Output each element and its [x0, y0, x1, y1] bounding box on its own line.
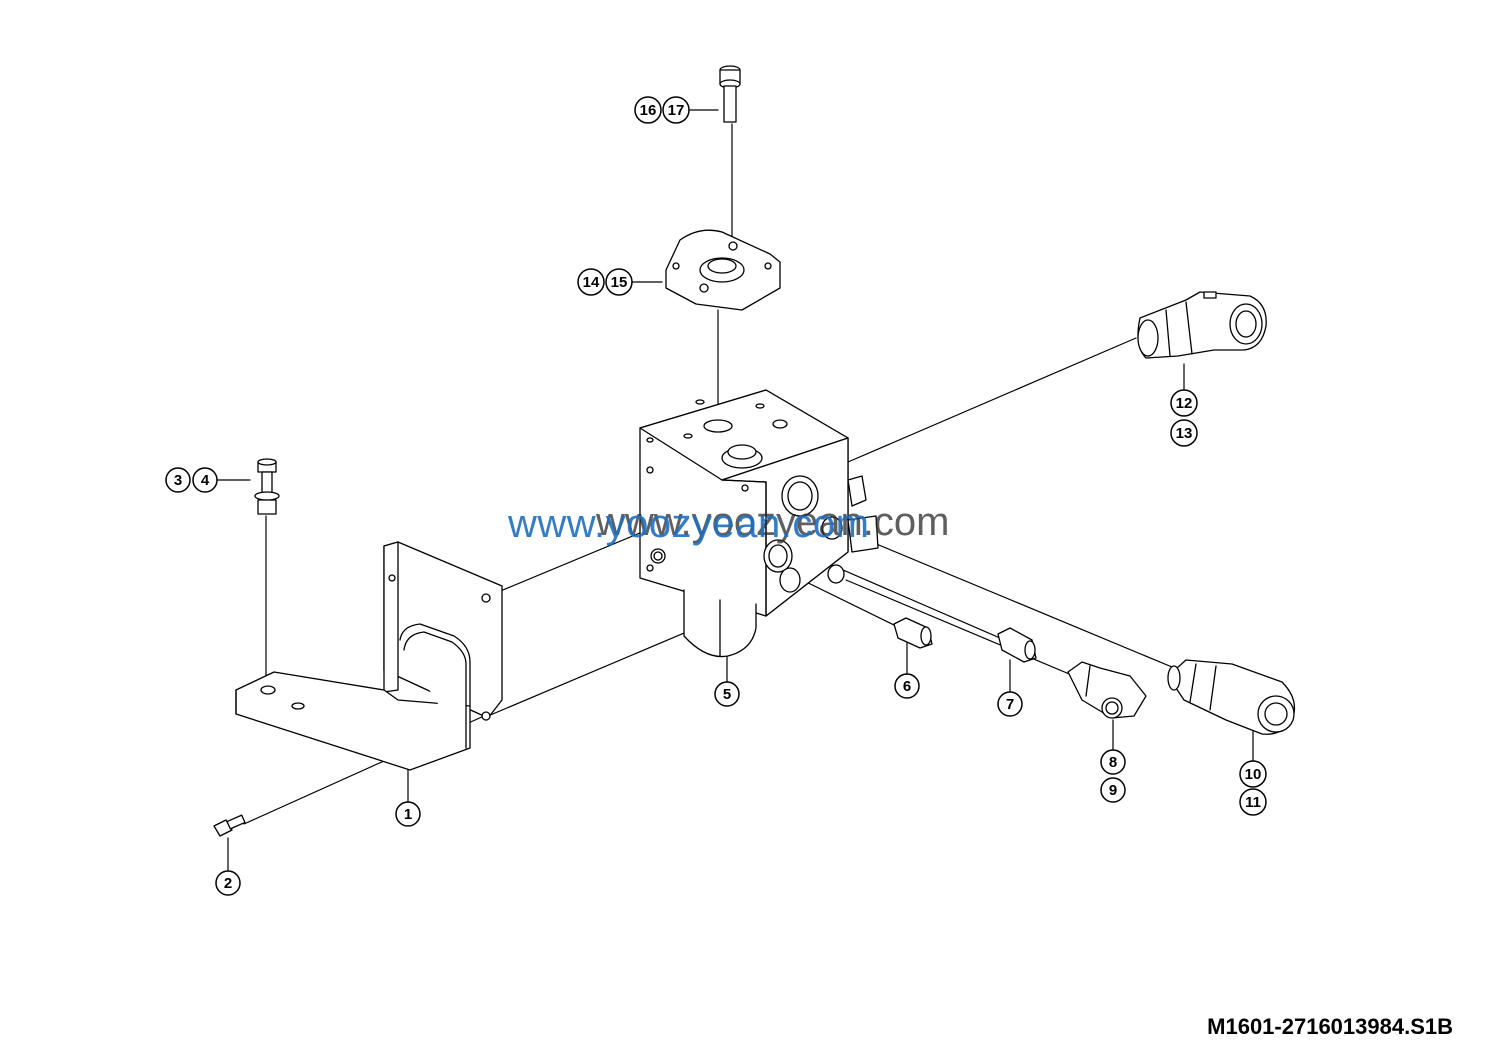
- valve-block: [639, 389, 879, 658]
- callout-11: 11: [1239, 788, 1267, 816]
- svg-text:7: 7: [1006, 696, 1014, 713]
- flange-14-15: [665, 229, 781, 311]
- svg-text:8: 8: [1109, 754, 1117, 771]
- bolt-16-17: [719, 65, 741, 123]
- svg-text:2: 2: [224, 875, 232, 892]
- callout-2: 2: [215, 870, 241, 896]
- fitting-8-9: [1067, 661, 1147, 719]
- callout-8: 8: [1100, 749, 1126, 775]
- svg-text:14: 14: [583, 274, 600, 291]
- elbow-fitting-12-13: [1137, 291, 1267, 359]
- svg-text:16: 16: [640, 102, 657, 119]
- svg-text:6: 6: [903, 678, 911, 695]
- callout-3: 3: [165, 467, 191, 493]
- bracket: [235, 541, 503, 771]
- callout-10: 10: [1239, 760, 1267, 788]
- svg-text:15: 15: [611, 274, 628, 291]
- svg-text:10: 10: [1245, 766, 1262, 783]
- callout-17: 17: [662, 96, 690, 124]
- callout-9: 9: [1100, 777, 1126, 803]
- svg-text:13: 13: [1176, 425, 1193, 442]
- svg-text:12: 12: [1176, 395, 1193, 412]
- drawing-code: M1601-2716013984.S1B: [1207, 1014, 1453, 1039]
- callout-4: 4: [192, 467, 218, 493]
- callout-6: 6: [894, 673, 920, 699]
- watermark-secondary: www.yoozyean.com: [596, 500, 950, 544]
- screw-2: [213, 814, 246, 837]
- callouts: 1 2 3 4 5 6 7 8 9 10 11 12 13 14 15 16 1…: [165, 96, 1267, 896]
- elbow-fitting-10-11: [1167, 659, 1296, 735]
- fitting-7: [997, 627, 1037, 663]
- svg-text:17: 17: [668, 102, 685, 119]
- svg-text:4: 4: [201, 472, 210, 489]
- callout-14: 14: [577, 268, 605, 296]
- bolt-3-4: [254, 458, 280, 515]
- callout-12: 12: [1170, 389, 1198, 417]
- callout-15: 15: [605, 268, 633, 296]
- callout-5: 5: [714, 681, 740, 707]
- svg-text:5: 5: [723, 686, 731, 703]
- svg-text:11: 11: [1245, 794, 1261, 811]
- svg-text:3: 3: [174, 472, 182, 489]
- callout-16: 16: [634, 96, 662, 124]
- callout-7: 7: [997, 691, 1023, 717]
- leader-lines: [217, 109, 1254, 871]
- fitting-6: [893, 617, 933, 649]
- watermark-primary: www.yoozyean.com: [508, 502, 870, 546]
- callout-1: 1: [395, 801, 421, 827]
- svg-text:1: 1: [404, 806, 412, 823]
- callout-13: 13: [1170, 419, 1198, 447]
- svg-text:9: 9: [1109, 782, 1117, 799]
